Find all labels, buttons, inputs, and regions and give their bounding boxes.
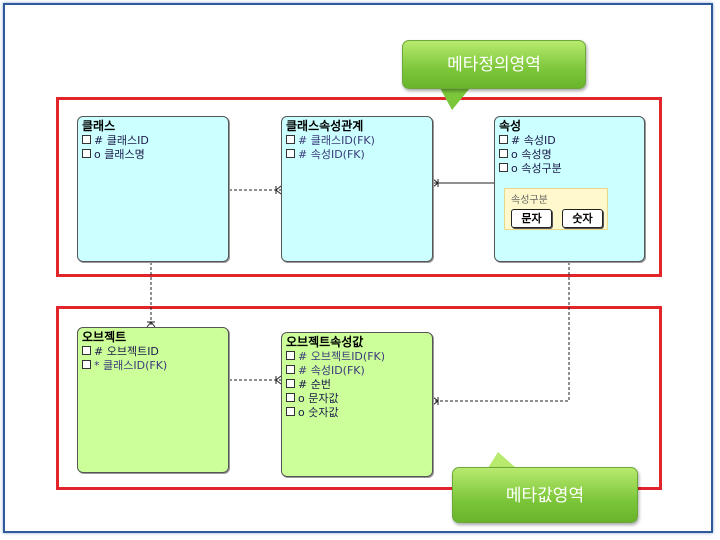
attribute-label: # 클래스ID(FK) — [298, 134, 375, 147]
checkbox-icon — [286, 379, 295, 388]
entity-attribute: o 속성명 — [499, 148, 640, 162]
checkbox-icon — [499, 135, 508, 144]
entity-attribute: o 속성구분 — [499, 162, 640, 176]
entity-title: 클래스속성관계 — [286, 119, 364, 133]
checkbox-icon — [82, 149, 91, 158]
entity-attribute: # 순번 — [286, 378, 428, 392]
entity-attribute: o 클래스명 — [82, 148, 224, 162]
checkbox-icon — [286, 149, 295, 158]
checkbox-icon — [499, 149, 508, 158]
checkbox-icon — [82, 135, 91, 144]
entity-attribute: # 클래스ID(FK) — [286, 134, 428, 148]
attribute-label: * 클래스ID(FK) — [94, 359, 168, 372]
entity-object-attribute-value[interactable]: 오브젝트속성값 # 오브젝트ID(FK) # 속성ID(FK) # 순번 o 문… — [281, 332, 433, 477]
entity-class[interactable]: 클래스 # 클래스ID o 클래스명 — [77, 116, 229, 262]
entity-attribute: * 클래스ID(FK) — [82, 359, 224, 373]
attribute-label: # 속성ID — [511, 134, 556, 147]
entity-attribute: # 속성ID(FK) — [286, 148, 428, 162]
meta-definition-region — [56, 97, 662, 277]
attribute-label: o 숫자값 — [298, 406, 339, 419]
entity-attribute: # 오브젝트ID(FK) — [286, 350, 428, 364]
entity-title: 속성 — [499, 119, 522, 133]
entity-title: 오브젝트속성값 — [286, 335, 364, 349]
group-label: 속성구분 — [511, 195, 548, 206]
type-option-char-button[interactable]: 문자 — [511, 209, 552, 228]
attribute-label: # 오브젝트ID(FK) — [298, 350, 386, 363]
checkbox-icon — [286, 365, 295, 374]
entity-attribute: # 속성ID(FK) — [286, 364, 428, 378]
checkbox-icon — [82, 346, 91, 355]
meta-value-callout: 메타값영역 — [452, 467, 638, 523]
entity-attribute: # 클래스ID — [82, 134, 224, 148]
entity-title: 오브젝트 — [82, 330, 127, 344]
checkbox-icon — [82, 360, 91, 369]
callout-tail — [488, 452, 516, 468]
attribute-type-group: 속성구분 문자 숫자 — [504, 188, 608, 230]
entity-attribute: # 오브젝트ID — [82, 345, 224, 359]
entity-object[interactable]: 오브젝트 # 오브젝트ID * 클래스ID(FK) — [77, 327, 229, 473]
callout-tail — [440, 88, 470, 110]
attribute-label: # 순번 — [298, 378, 331, 391]
checkbox-icon — [499, 163, 508, 172]
attribute-label: # 속성ID(FK) — [298, 364, 365, 377]
entity-class-attribute-relation[interactable]: 클래스속성관계 # 클래스ID(FK) # 속성ID(FK) — [281, 116, 433, 262]
slide-frame — [3, 3, 713, 533]
attribute-label: # 클래스ID — [94, 134, 149, 147]
meta-value-region — [56, 306, 662, 490]
entity-title: 클래스 — [82, 119, 116, 133]
checkbox-icon — [286, 407, 295, 416]
checkbox-icon — [286, 135, 295, 144]
entity-attribute: o 문자값 — [286, 392, 428, 406]
attribute-label: o 속성구분 — [511, 162, 562, 175]
entity-attribute: # 속성ID — [499, 134, 640, 148]
checkbox-icon — [286, 393, 295, 402]
rel-attribute-to-objattrvalue — [433, 262, 570, 402]
type-option-number-button[interactable]: 숫자 — [562, 209, 603, 228]
attribute-label: # 속성ID(FK) — [298, 148, 365, 161]
meta-definition-callout: 메타정의영역 — [402, 40, 586, 89]
attribute-label: o 클래스명 — [94, 148, 145, 161]
attribute-label: o 속성명 — [511, 148, 552, 161]
entity-attribute: o 숫자값 — [286, 406, 428, 420]
attribute-label: # 오브젝트ID — [94, 345, 159, 358]
attribute-label: o 문자값 — [298, 392, 339, 405]
checkbox-icon — [286, 351, 295, 360]
